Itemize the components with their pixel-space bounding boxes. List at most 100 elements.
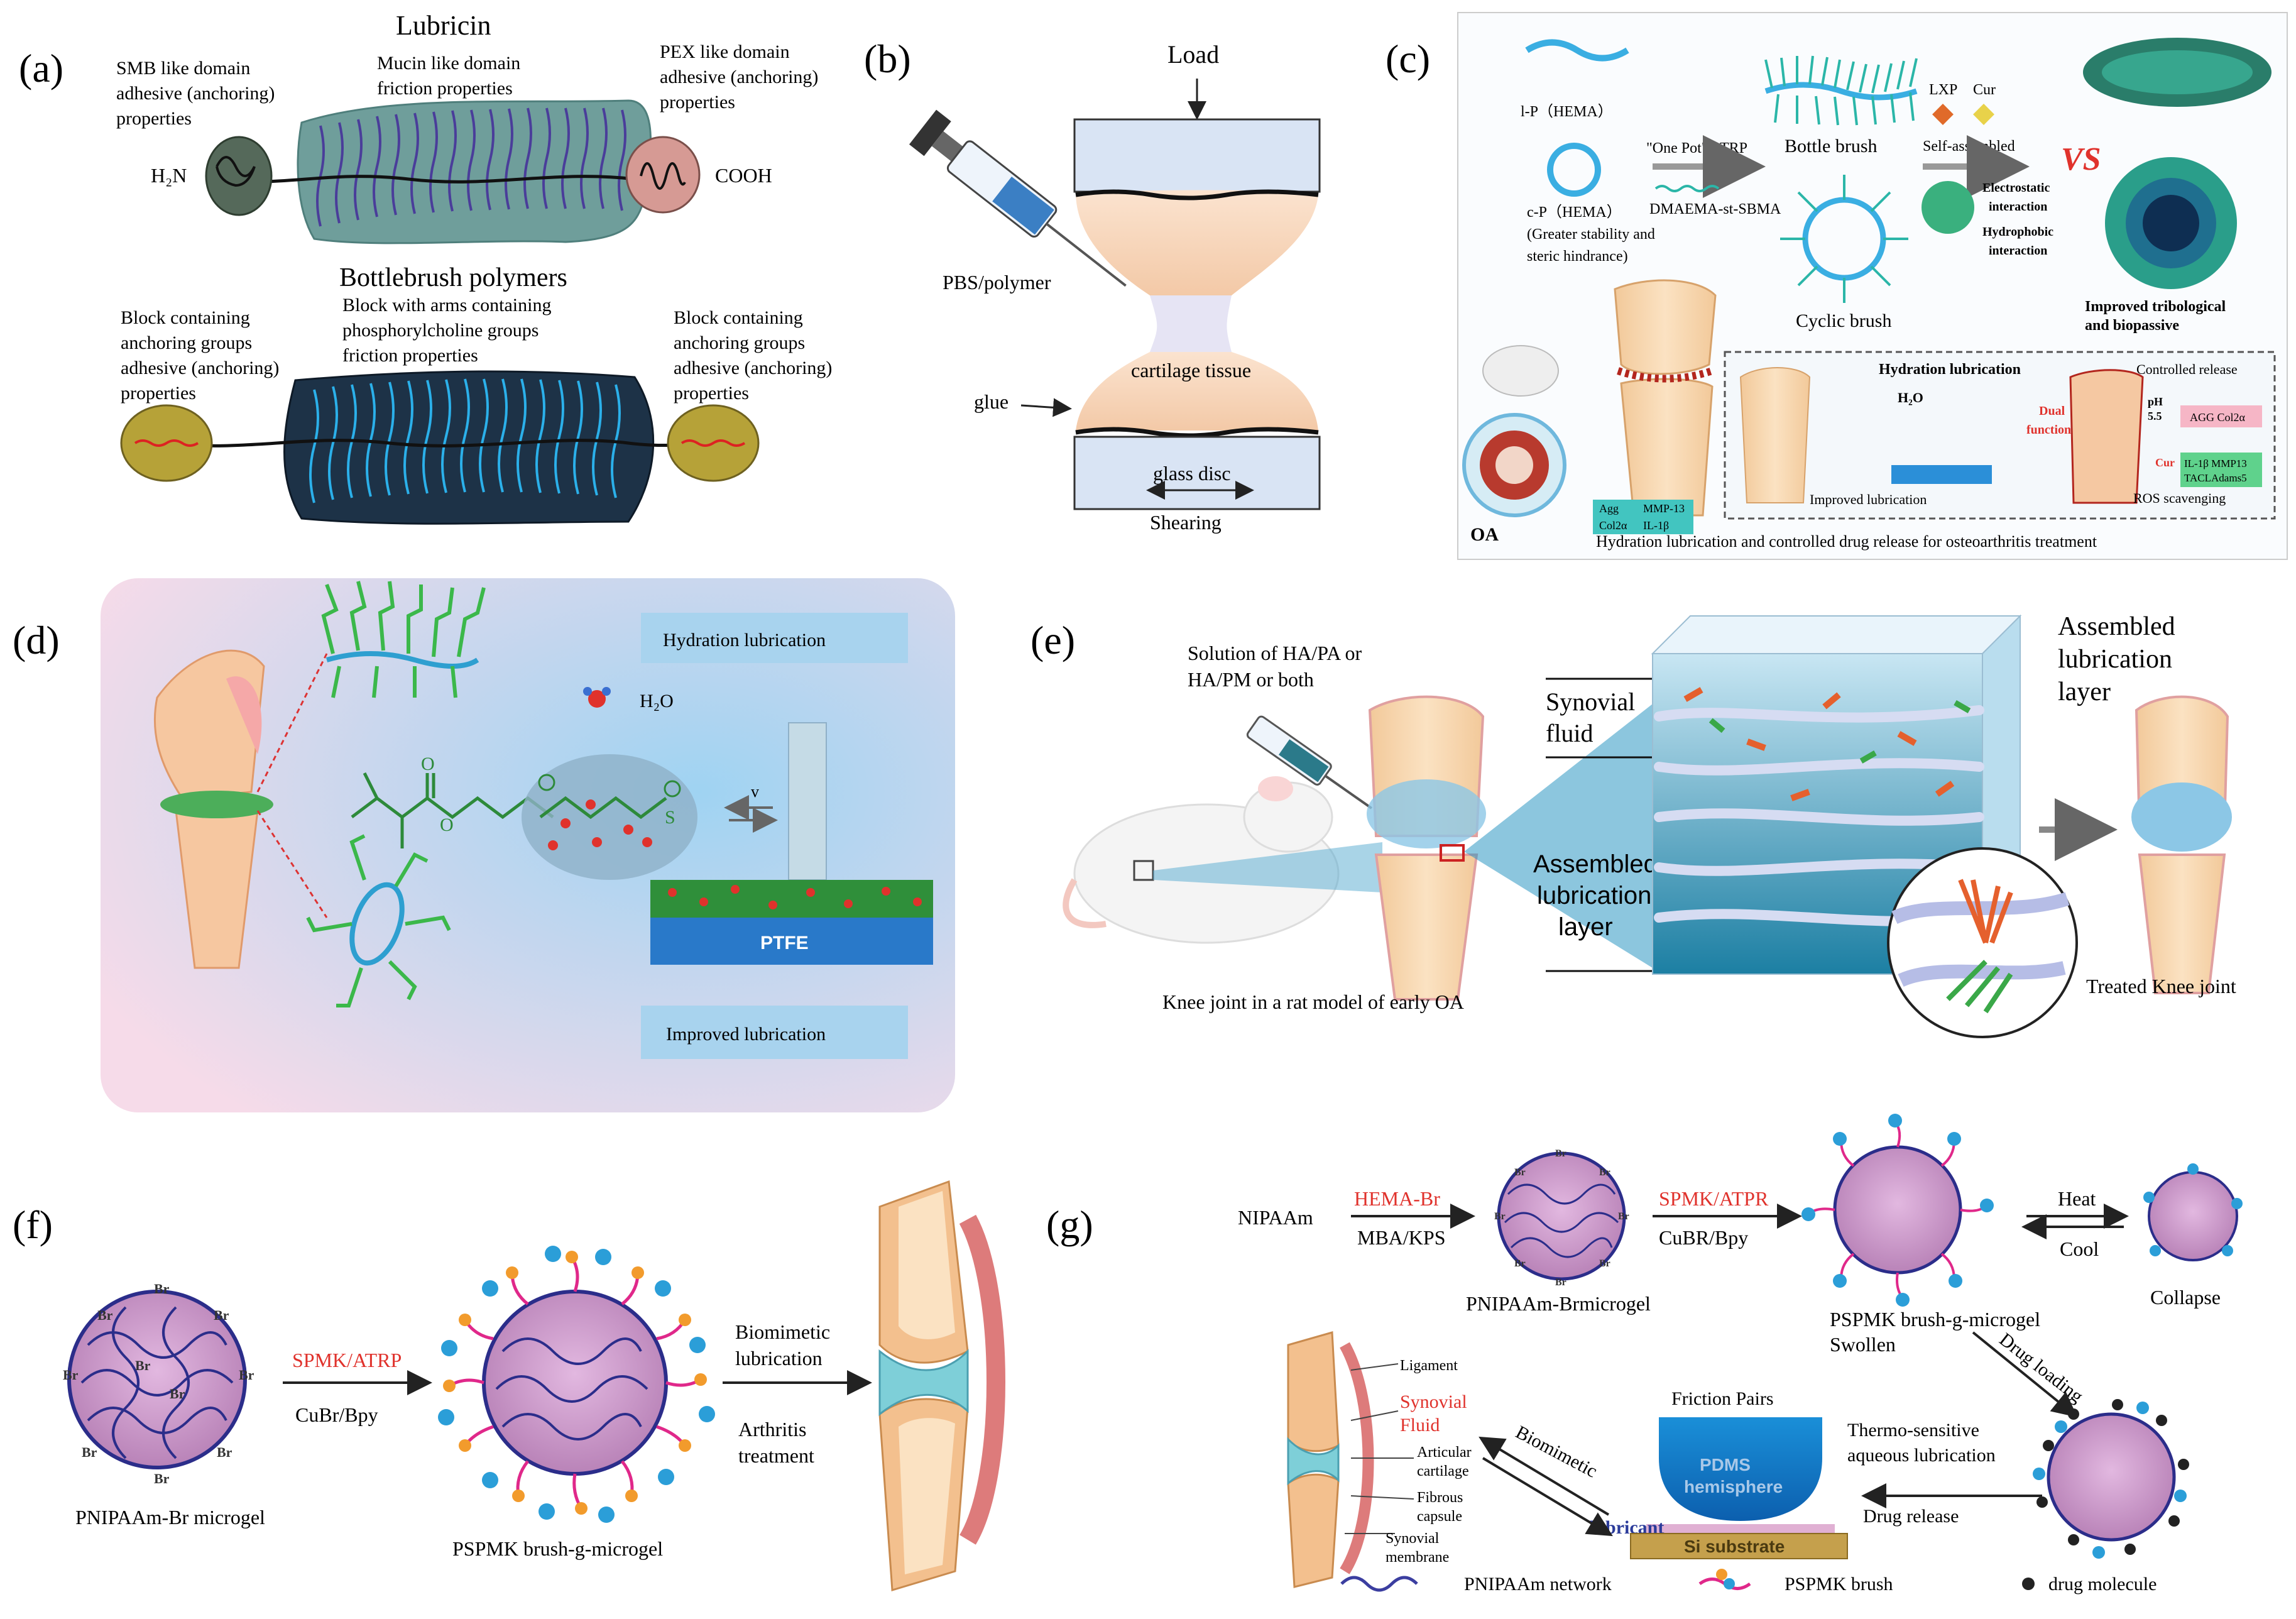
friction-pairs-label: Friction Pairs	[1671, 1388, 1774, 1409]
linear-brush-icon	[321, 581, 486, 698]
thermo-label: Thermo-sensitive aqueous lubrication	[1847, 1420, 1996, 1466]
o-atom-2: O	[440, 815, 454, 835]
inset-knee-right	[2069, 369, 2144, 504]
drug-loaded-microgel-icon	[2033, 1399, 2189, 1559]
biomimetic-f-label: Biomimetic lubrication	[735, 1320, 835, 1369]
svg-text:Br: Br	[170, 1386, 185, 1402]
brmicrogel-label: PNIPAAm-Brmicrogel	[1466, 1292, 1651, 1315]
pex-domain	[625, 136, 701, 214]
cool-label: Cool	[2060, 1238, 2099, 1260]
h2o-c-label: H₂O	[1898, 390, 1923, 405]
ph-label: pH 5.5	[2148, 395, 2166, 422]
legend-col: Col2α	[1599, 519, 1627, 532]
hydrophobic-label: Hydrophobic interaction	[1982, 225, 2057, 258]
si-substrate	[1630, 1533, 1848, 1559]
cp-label: c-P（HEMA） (Greater stability and steric …	[1527, 204, 1659, 265]
panel-a: (a) Lubricin SMB like domain adhesive (a…	[19, 10, 832, 525]
knee-joint-icon	[1614, 279, 1717, 517]
improved-tribo-label: Improved tribological and biopassive	[2085, 299, 2229, 334]
svg-text:Br: Br	[1555, 1148, 1566, 1159]
panel-f-label: (f)	[13, 1202, 53, 1247]
svg-text:Br: Br	[135, 1358, 151, 1373]
block-left-label: Block containing anchoring groups adhesi…	[121, 307, 284, 403]
fibrous-label: Fibrous capsule	[1417, 1490, 1467, 1525]
biomimetic-g-label: Biomimetic	[1512, 1422, 1601, 1482]
svg-text:Br: Br	[1599, 1167, 1610, 1178]
synovial-membrane-label: Synovial membrane	[1386, 1530, 1449, 1566]
svg-text:Br: Br	[97, 1307, 113, 1323]
svg-text:Br: Br	[217, 1444, 232, 1460]
pbs-label: PBS/polymer	[943, 271, 1051, 294]
cubr-f-label: CuBr/Bpy	[295, 1403, 378, 1426]
cyclic-polymer	[1547, 143, 1601, 197]
dual-label: Dual function	[2026, 404, 2071, 437]
bio-arrow-1	[1479, 1436, 1610, 1516]
magnified-circle	[1887, 847, 2078, 1038]
glue-arrow	[1020, 398, 1072, 417]
agg-col-label: AGG Col2α	[2190, 411, 2246, 424]
oa-label: OA	[1470, 524, 1499, 545]
h2n-label: H₂N	[151, 164, 187, 187]
block-mid-label: Block with arms containing phosphorylcho…	[342, 295, 556, 366]
legend-mmp: MMP-13	[1643, 502, 1685, 515]
synovial-fluid-label: Synovial Fluid	[1400, 1391, 1472, 1435]
lubricin-title: Lubricin	[396, 10, 491, 41]
agg-box	[2180, 405, 2262, 427]
svg-text:Br: Br	[239, 1367, 254, 1383]
dmaema-label: DMAEMA-st-SBMA	[1649, 201, 1781, 217]
drug-loading-label: Drug loading	[1996, 1329, 2087, 1407]
top-cartilage	[1076, 190, 1318, 295]
improved-box	[641, 1006, 908, 1059]
panel-c: (c) l-P（HEMA） c-P（HEMA） (Greater stabili…	[1386, 12, 2288, 560]
inset-knee-left	[1739, 367, 1811, 503]
hema-br-label: HEMA-Br	[1354, 1187, 1440, 1210]
il-box	[2180, 453, 2262, 487]
lubricin-backbone	[207, 174, 642, 184]
mucin-label: Mucin like domain friction properties	[377, 53, 525, 99]
bio-arrow-2	[1482, 1457, 1613, 1537]
ptfe-brush-layer	[650, 880, 933, 918]
linear-polymer	[1525, 39, 1629, 62]
ptfe-label: PTFE	[760, 933, 809, 953]
cartilage-label: cartilage tissue	[1131, 359, 1251, 381]
treatment-inset	[1724, 351, 2276, 520]
legend-network-label: PNIPAAm network	[1464, 1574, 1612, 1594]
probe	[788, 722, 827, 881]
legend-agg: Agg	[1599, 502, 1619, 515]
smb-domain	[205, 136, 273, 216]
panel-g-label: (g)	[1046, 1202, 1093, 1247]
synovial-label: Synovial fluid	[1546, 688, 1641, 747]
inset-surface	[1891, 465, 1992, 484]
zoom-cone-rat	[1153, 842, 1382, 892]
mba-label: MBA/KPS	[1357, 1226, 1446, 1249]
s-atom: S	[665, 807, 675, 828]
shearing-label: Shearing	[1150, 511, 1222, 534]
legend-brush-dot-a	[1716, 1569, 1727, 1580]
swollen-microgel-icon	[1801, 1114, 1994, 1307]
cooh-label: COOH	[715, 164, 772, 187]
rat-knee-icon	[1367, 695, 1486, 1001]
il-mmp-label: IL-1β MMP13 TACLAdams5	[2184, 458, 2250, 484]
panel-d-label: (d)	[13, 618, 60, 662]
lxp-label: LXP	[1929, 82, 1957, 98]
zwitterion-chain	[539, 796, 667, 820]
n-plus	[538, 774, 555, 791]
dmaema-squiggle	[1654, 185, 1720, 192]
rat-oa-icon	[1462, 345, 1566, 517]
syringe-icon	[909, 109, 1127, 287]
svg-text:Br: Br	[1494, 1211, 1506, 1222]
panel-d-background	[101, 578, 955, 1112]
collapsed-microgel-icon	[2143, 1163, 2243, 1261]
controlled-label: Controlled release	[2136, 361, 2238, 377]
cyclic-micelle-icon	[2105, 157, 2237, 289]
svg-text:Br: Br	[154, 1471, 170, 1486]
bottlebrush-body	[283, 370, 655, 525]
top-glass	[1073, 118, 1321, 193]
solution-label: Solution of HA/PA or HA/PM or both	[1188, 642, 1367, 691]
anchor-right-strand	[681, 439, 746, 447]
smb-coil	[216, 156, 256, 187]
top-glue	[1075, 189, 1319, 200]
zoom-line-bottom	[256, 810, 328, 918]
legend-network-icon	[1340, 1576, 1418, 1592]
